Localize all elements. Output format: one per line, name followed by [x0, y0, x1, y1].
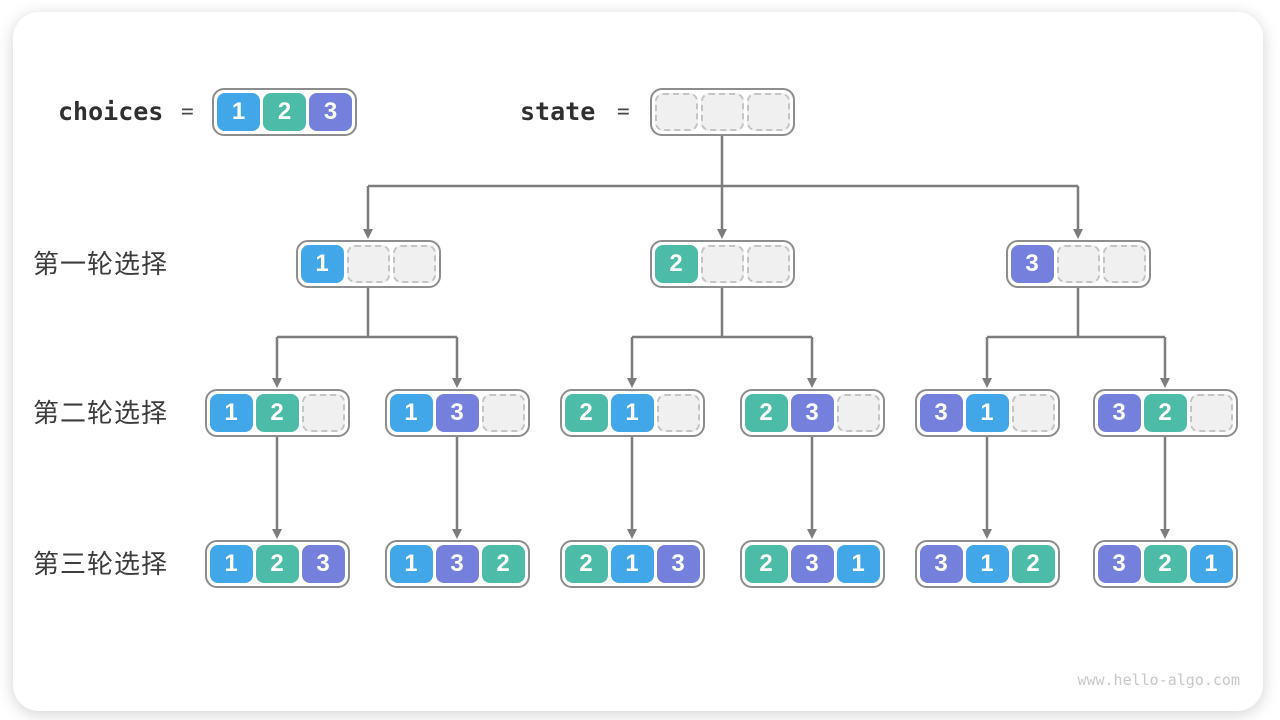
value-cell-2: 2: [1143, 394, 1187, 432]
row-label-round-2: 第二轮选择: [33, 398, 169, 428]
value-cell-2: 2: [744, 394, 788, 432]
empty-slot-cell: [346, 245, 390, 283]
empty-slot-cell: [836, 394, 880, 432]
value-cell-1: 1: [209, 545, 253, 583]
value-cell-1: 1: [1189, 545, 1233, 583]
value-cell-3: 3: [1010, 245, 1054, 283]
value-cell-3: 3: [790, 394, 834, 432]
state-box-round1-1: 1: [295, 240, 441, 288]
value-cell-2: 2: [744, 545, 788, 583]
empty-slot-cell: [1011, 394, 1055, 432]
value-cell-1: 1: [300, 245, 344, 283]
state-equals-sign: =: [617, 99, 630, 123]
value-cell-3: 3: [301, 545, 345, 583]
value-cell-1: 1: [965, 394, 1009, 432]
value-cell-3: 3: [1097, 394, 1141, 432]
value-cell-1: 1: [610, 545, 654, 583]
value-cell-3: 3: [656, 545, 700, 583]
empty-slot-cell: [655, 93, 698, 131]
state-box-round1-2: 2: [649, 240, 795, 288]
empty-slot-cell: [1102, 245, 1146, 283]
value-cell-2: 2: [654, 245, 698, 283]
value-cell-2: 2: [564, 394, 608, 432]
value-cell-2: 2: [564, 545, 608, 583]
value-cell-2: 2: [255, 394, 299, 432]
state-label: state: [520, 97, 596, 126]
empty-slot-cell: [747, 93, 790, 131]
choices-equals-sign: =: [181, 99, 194, 123]
empty-slot-cell: [1056, 245, 1100, 283]
empty-slot-cell: [700, 245, 744, 283]
watermark-url: www.hello-algo.com: [1077, 671, 1240, 689]
empty-slot-cell: [301, 394, 345, 432]
value-cell-3: 3: [919, 545, 963, 583]
value-cell-1: 1: [610, 394, 654, 432]
value-cell-3: 3: [435, 545, 479, 583]
empty-slot-cell: [701, 93, 744, 131]
value-cell-1: 1: [965, 545, 1009, 583]
value-cell-2: 2: [263, 93, 306, 131]
empty-slot-cell: [1189, 394, 1233, 432]
state-array-box: [650, 88, 795, 136]
value-cell-1: 1: [217, 93, 260, 131]
value-cell-3: 3: [1097, 545, 1141, 583]
value-cell-2: 2: [255, 545, 299, 583]
empty-slot-cell: [656, 394, 700, 432]
value-cell-1: 1: [209, 394, 253, 432]
choices-label: choices: [58, 97, 164, 126]
state-box-round1-3: 3: [1005, 240, 1151, 288]
row-label-round-3: 第三轮选择: [33, 549, 169, 579]
value-cell-1: 1: [389, 545, 433, 583]
empty-slot-cell: [746, 245, 790, 283]
value-cell-2: 2: [481, 545, 525, 583]
value-cell-3: 3: [790, 545, 834, 583]
value-cell-2: 2: [1011, 545, 1055, 583]
value-cell-3: 3: [919, 394, 963, 432]
value-cell-2: 2: [1143, 545, 1187, 583]
value-cell-1: 1: [836, 545, 880, 583]
diagram-card: [13, 12, 1263, 711]
value-cell-3: 3: [309, 93, 352, 131]
empty-slot-cell: [392, 245, 436, 283]
value-cell-1: 1: [389, 394, 433, 432]
row-label-round-1: 第一轮选择: [33, 249, 169, 279]
empty-slot-cell: [481, 394, 525, 432]
value-cell-3: 3: [435, 394, 479, 432]
